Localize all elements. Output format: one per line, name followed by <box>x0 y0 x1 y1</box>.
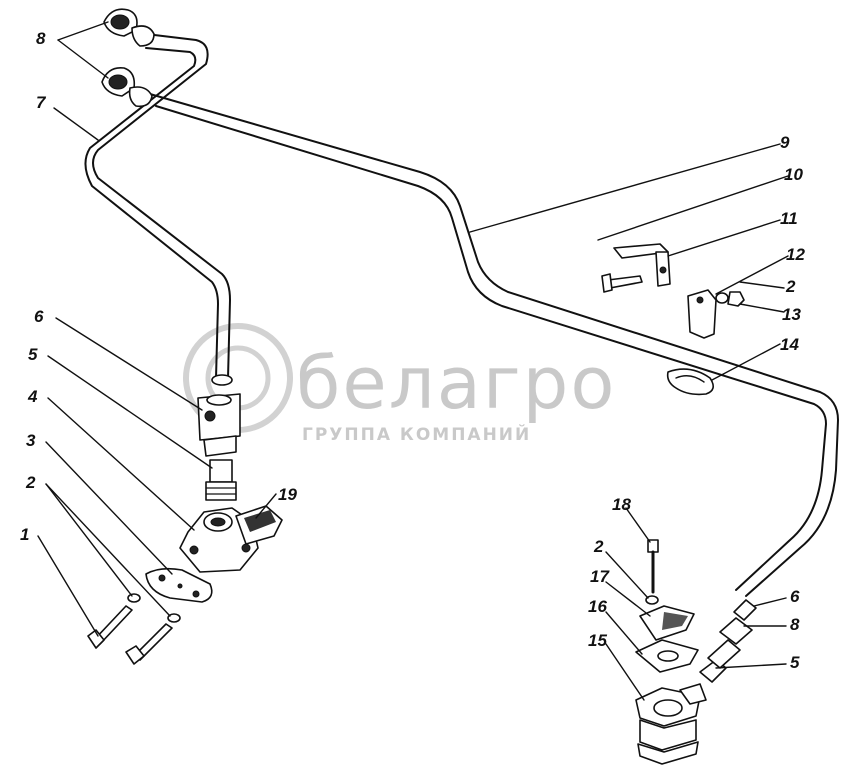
callout-2-right-top: 2 <box>785 277 796 296</box>
callout-4: 4 <box>27 387 38 406</box>
filter-19 <box>235 505 283 545</box>
watermark-subtitle: ГРУППА КОМПАНИЙ <box>302 423 531 445</box>
bolt-18 <box>645 539 659 605</box>
callout-5-left: 5 <box>28 345 38 364</box>
callout-6-right: 6 <box>790 587 800 606</box>
bolt-1-b <box>125 613 181 665</box>
clamp-8-lower <box>101 66 153 108</box>
callout-1: 1 <box>20 525 29 544</box>
gasket-16 <box>635 639 699 673</box>
filter-plate-17 <box>639 605 695 641</box>
nipple-5-left <box>205 459 237 501</box>
callout-labels: 8 7 9 10 11 12 2 13 14 6 5 4 3 2 1 19 18… <box>20 29 805 672</box>
watermark: белагро ГРУППА КОМПАНИЙ <box>183 323 616 445</box>
callout-14: 14 <box>780 335 799 354</box>
callout-6-left: 6 <box>34 307 44 326</box>
pipe-9 <box>149 93 839 597</box>
housing-15 <box>635 683 707 765</box>
callout-16: 16 <box>588 597 607 616</box>
callout-3: 3 <box>26 431 36 450</box>
cover-3 <box>145 567 213 603</box>
callout-10: 10 <box>784 165 803 184</box>
callout-8-upper: 8 <box>36 29 46 48</box>
fitting-right <box>699 599 757 683</box>
sleeve-14 <box>666 368 714 396</box>
watermark-name: белагро <box>296 341 616 425</box>
bolt-10 <box>601 273 643 293</box>
callout-19: 19 <box>278 485 297 504</box>
leader-lines <box>37 21 789 701</box>
callout-7: 7 <box>36 93 47 112</box>
callout-11: 11 <box>780 209 798 228</box>
bolt-1-a <box>87 593 141 649</box>
callout-17: 17 <box>590 567 610 586</box>
callout-15: 15 <box>588 631 607 650</box>
callout-18: 18 <box>612 495 631 514</box>
clamp-12 <box>687 289 745 339</box>
pipe-7 <box>84 33 231 379</box>
clamp-8-upper <box>103 8 155 47</box>
callout-2-right-bottom: 2 <box>593 537 604 556</box>
callout-8-right: 8 <box>790 615 800 634</box>
callout-12: 12 <box>786 245 805 264</box>
callout-5-right: 5 <box>790 653 800 672</box>
fitting-6-left <box>197 374 241 457</box>
callout-9: 9 <box>780 133 790 152</box>
callout-13: 13 <box>782 305 801 324</box>
callout-2-left: 2 <box>25 473 36 492</box>
bracket-11 <box>613 243 671 287</box>
